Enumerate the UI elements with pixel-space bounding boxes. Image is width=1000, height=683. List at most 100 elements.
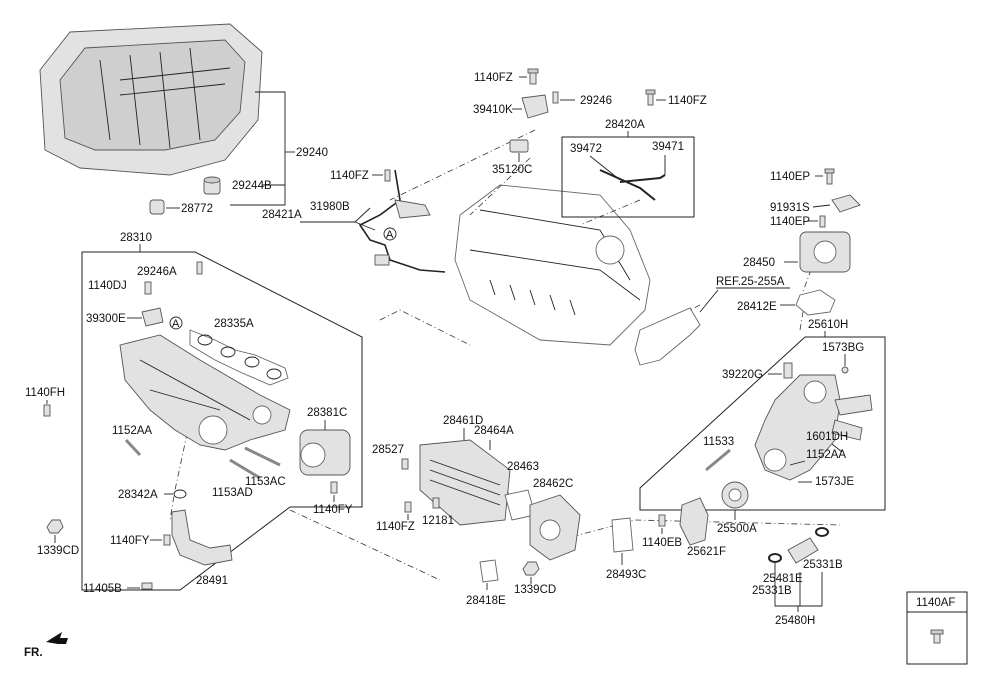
label-39472: 39472: [570, 143, 602, 155]
fr-arrow-icon: [46, 632, 68, 644]
bolt-1140eb: [658, 514, 666, 527]
label-25500a: 25500A: [717, 523, 757, 535]
bolt-1140fy-b: [163, 534, 171, 546]
label-28412e: 28412E: [737, 301, 777, 313]
label-29240: 29240: [296, 147, 328, 159]
label-1140fy-a: 1140FY: [313, 504, 353, 516]
label-91931s: 91931S: [770, 202, 810, 214]
label-1339cd-a: 1339CD: [37, 545, 79, 557]
sensor-35120c: [509, 139, 529, 153]
gasket-28493c: [611, 517, 634, 553]
bolt-1140dj: [144, 281, 152, 295]
label-39300e: 39300E: [86, 313, 126, 325]
label-1140fz-a: 1140FZ: [474, 72, 513, 84]
bolt-1140fy-a: [330, 481, 338, 494]
outlet-25621f: [679, 497, 709, 546]
bolt-1140fz-d: [404, 501, 412, 513]
intake-manifold: [119, 334, 291, 451]
label-1140af: 1140AF: [916, 597, 955, 609]
egr-cooler: [419, 439, 511, 526]
label-28491: 28491: [196, 575, 228, 587]
label-28493c: 28493C: [606, 569, 646, 581]
bolt-29246: [552, 91, 559, 104]
bracket-91931s: [831, 194, 861, 213]
label-1140ep-a: 1140EP: [770, 171, 810, 183]
label-28463: 28463: [507, 461, 539, 473]
label-1573bg: 1573BG: [822, 342, 864, 354]
label-1140fy-b: 1140FY: [110, 535, 150, 547]
label-25331b-a: 25331B: [803, 559, 843, 571]
marker-a-2: A: [172, 318, 180, 330]
cylinder-head: [454, 184, 651, 346]
marker-a-circle: [383, 227, 397, 241]
grommet-29244b: [203, 176, 221, 195]
marker-a-1: A: [386, 229, 394, 241]
thermostat-25500a: [721, 481, 749, 509]
label-1140fh: 1140FH: [25, 387, 65, 399]
label-28450: 28450: [743, 257, 775, 269]
bolt-29246a: [196, 261, 203, 275]
label-39471: 39471: [652, 141, 684, 153]
label-29246a: 29246A: [137, 266, 177, 278]
label-1140fz-c: 1140FZ: [330, 170, 369, 182]
label-39220g: 39220G: [722, 369, 763, 381]
label-28420a: 28420A: [605, 119, 645, 131]
label-1140eb: 1140EB: [642, 537, 682, 549]
egr-pipe-28491: [171, 509, 233, 566]
label-1140fz-b: 1140FZ: [668, 95, 707, 107]
sensor-39410k: [521, 94, 549, 119]
box-25610h: [639, 336, 886, 511]
label-1140fz-d: 1140FZ: [376, 521, 415, 533]
bolt-28527: [401, 458, 409, 470]
label-1153ad: 1153AD: [212, 487, 253, 499]
label-25621f: 25621F: [687, 546, 726, 558]
label-31980b: 31980B: [310, 201, 350, 213]
sensor-39220g: [783, 362, 793, 379]
label-28527: 28527: [372, 444, 404, 456]
label-1152aa-b: 1152AA: [806, 449, 846, 461]
label-28418e: 28418E: [466, 595, 506, 607]
label-28772: 28772: [181, 203, 213, 215]
label-1152aa-a: 1152AA: [112, 425, 152, 437]
egr-valve-28462c: [529, 494, 581, 561]
label-ref: REF.25-255A: [716, 276, 785, 288]
label-11533: 11533: [703, 436, 734, 448]
throttle-28381c: [299, 429, 351, 476]
label-28462c: 28462C: [533, 478, 573, 490]
label-1140ep-b: 1140EP: [770, 216, 810, 228]
egr-valve-28450: [799, 231, 851, 273]
grommet-28772: [149, 199, 165, 215]
label-29244b: 29244B: [232, 180, 272, 192]
engine-cover: [39, 23, 263, 176]
nut-1339cd-b: [522, 561, 540, 576]
bolt-11405b: [141, 582, 153, 590]
label-28335a: 28335A: [214, 318, 254, 330]
bolt-12181: [432, 497, 440, 509]
bolt-1140fz-top: [527, 68, 539, 85]
thermostat-housing: [754, 374, 873, 481]
legend-box-1140af: [906, 591, 968, 665]
fr-label: FR.: [24, 647, 43, 659]
label-28464a: 28464A: [474, 425, 514, 437]
gasket-28418e: [479, 559, 499, 583]
wiring-harness: [358, 169, 446, 273]
label-12181: 12181: [422, 515, 454, 527]
label-28342a: 28342A: [118, 489, 158, 501]
box-28310: [81, 251, 363, 591]
label-1573je: 1573JE: [815, 476, 854, 488]
label-1140dj: 1140DJ: [88, 280, 127, 292]
bolt-1140ep-b: [819, 215, 826, 228]
gasket-28335a: [189, 329, 289, 386]
label-28381c: 28381C: [307, 407, 347, 419]
label-25610h: 25610H: [808, 319, 848, 331]
gasket-28412e: [795, 289, 836, 316]
bolt-1140fz-c: [384, 169, 391, 182]
bolt-1140fz-b: [645, 89, 656, 106]
label-28421a: 28421A: [262, 209, 302, 221]
hose-assembly: [768, 527, 829, 564]
label-25481e: 25481E: [763, 573, 803, 585]
label-25480h: 25480H: [775, 615, 815, 627]
nut-1339cd-a: [46, 519, 64, 534]
